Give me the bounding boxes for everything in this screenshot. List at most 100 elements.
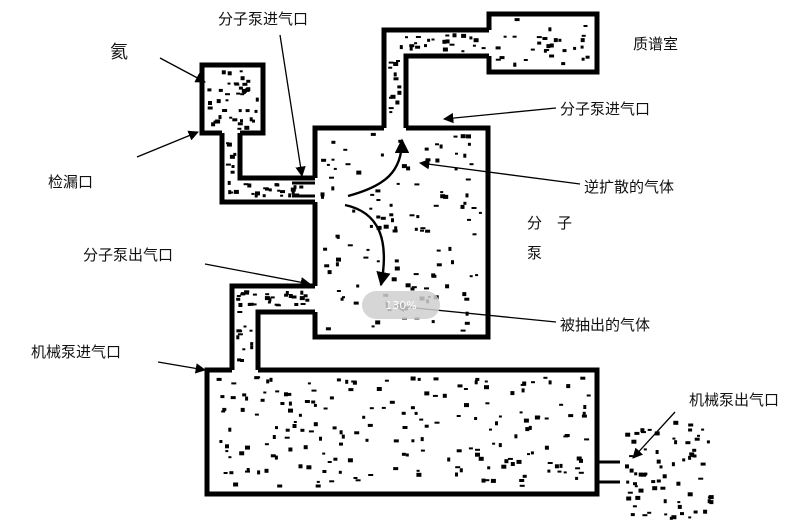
gas-molecule <box>323 247 328 251</box>
gas-molecule <box>432 394 438 397</box>
gas-molecule <box>478 211 482 214</box>
gas-molecule <box>345 163 351 166</box>
gas-molecule <box>634 472 638 476</box>
gas-molecule <box>233 152 237 156</box>
gas-molecule <box>688 423 694 427</box>
gas-molecule <box>218 115 222 120</box>
gas-molecule <box>455 152 458 155</box>
gas-molecule <box>225 444 229 449</box>
gas-molecule <box>397 90 402 95</box>
gas-molecule <box>405 453 409 457</box>
label-mol-pump-char2: 子 <box>557 214 572 232</box>
gas-molecule <box>460 134 466 139</box>
gas-molecule <box>401 411 406 415</box>
gas-molecule <box>647 428 652 431</box>
gas-molecule <box>230 170 235 174</box>
gas-molecule <box>469 36 473 40</box>
gas-molecule <box>635 495 641 500</box>
gas-molecule <box>455 472 458 477</box>
gas-molecule <box>492 442 496 445</box>
gas-molecule <box>254 413 259 416</box>
gas-molecule <box>584 438 590 441</box>
gas-molecule <box>336 378 341 382</box>
gas-molecule <box>472 44 476 47</box>
gas-molecule <box>244 125 250 130</box>
gas-molecule <box>626 496 632 501</box>
gas-molecule <box>331 158 335 161</box>
gas-molecule <box>333 457 338 461</box>
gas-molecule <box>275 304 281 307</box>
gas-molecule <box>690 454 695 457</box>
gas-molecule <box>481 47 486 50</box>
zoom-indicator <box>362 291 440 319</box>
gas-molecule <box>440 191 444 194</box>
gas-molecule <box>376 215 381 219</box>
gas-molecule <box>687 492 693 497</box>
gas-molecule <box>291 190 295 195</box>
gas-molecule <box>673 420 679 425</box>
gas-molecule <box>692 454 697 458</box>
gas-molecule <box>698 477 704 480</box>
gas-molecule <box>240 93 245 96</box>
gas-molecule <box>267 301 271 304</box>
gas-molecule <box>451 260 454 265</box>
gas-molecule <box>293 421 297 423</box>
gas-molecule <box>498 443 502 448</box>
gas-molecule <box>513 62 517 67</box>
gas-molecule <box>630 513 635 517</box>
gas-molecule <box>553 38 558 43</box>
gas-molecule <box>700 462 706 466</box>
zoom-indicator-text: 130% <box>385 299 416 312</box>
helium-leader <box>159 57 206 83</box>
gas-molecule <box>299 296 305 301</box>
label-mol-pump-char3: 泵 <box>527 244 542 262</box>
gas-molecule <box>280 402 285 405</box>
gas-molecule <box>688 428 693 432</box>
gas-molecule <box>581 34 586 37</box>
gas-molecule <box>513 64 517 67</box>
gas-molecule <box>581 414 587 418</box>
gas-molecule <box>464 297 470 301</box>
gas-molecule <box>363 256 369 259</box>
gas-molecule <box>709 500 714 505</box>
gas-molecule <box>490 478 496 483</box>
gas-molecule <box>414 183 420 186</box>
gas-molecule <box>392 229 398 233</box>
gas-molecule <box>460 204 465 209</box>
gas-molecule <box>303 445 308 450</box>
gas-molecule <box>340 297 344 301</box>
gas-molecule <box>656 479 661 483</box>
gas-molecule <box>354 431 360 435</box>
gas-molecule <box>445 284 450 289</box>
gas-molecule <box>706 440 710 444</box>
gas-molecule <box>274 455 278 460</box>
gas-molecule <box>510 391 515 396</box>
gas-molecule <box>507 457 513 460</box>
gas-molecule <box>219 440 223 443</box>
gas-molecule <box>353 301 359 305</box>
gas-molecule <box>389 111 393 114</box>
gas-molecule <box>391 218 394 223</box>
gas-molecule <box>247 303 251 306</box>
gas-molecule <box>442 393 447 398</box>
gas-molecule <box>443 194 449 199</box>
gas-molecule <box>410 406 415 410</box>
gas-molecule <box>676 481 681 486</box>
label-mol-pump-inlet-top: 分子泵进气口 <box>218 10 308 28</box>
gas-molecule <box>286 392 292 396</box>
gas-molecule <box>331 140 336 144</box>
gas-molecule <box>388 61 394 64</box>
mechanical-pump <box>204 367 600 497</box>
gas-molecule <box>233 82 239 85</box>
gas-molecule <box>277 484 283 488</box>
gas-molecule <box>230 191 234 194</box>
back-diffusion-flow-arrow <box>347 138 410 198</box>
gas-molecule <box>243 325 247 328</box>
gas-molecule <box>238 109 242 113</box>
gas-molecule <box>249 117 253 122</box>
gas-molecule <box>454 167 458 171</box>
gas-molecule <box>459 468 463 473</box>
gas-molecule <box>409 44 415 48</box>
gas-molecule <box>238 303 243 307</box>
gas-molecule <box>215 119 221 124</box>
